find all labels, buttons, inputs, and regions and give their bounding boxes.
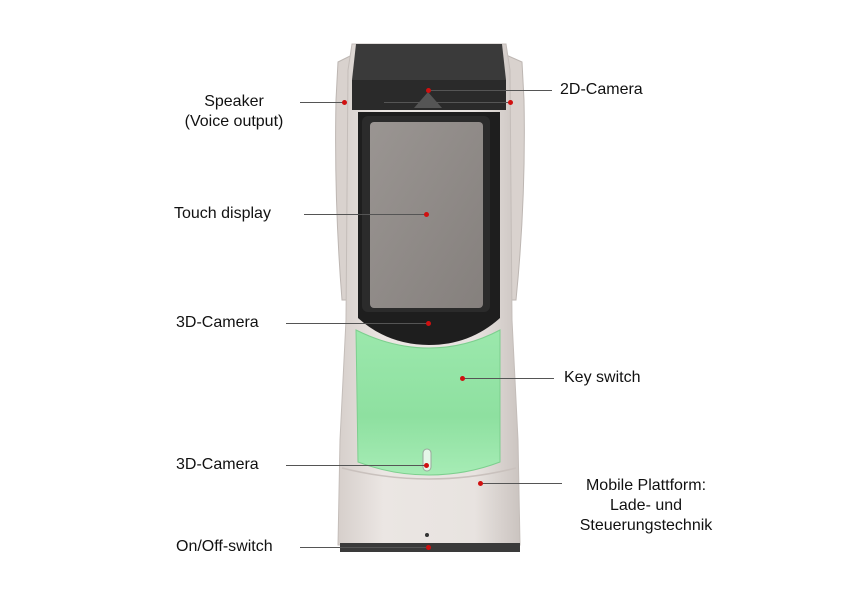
mobile-platform-label-line2: Lade- und	[609, 497, 683, 514]
camera-3d-bottom-label: 3D-Camera	[176, 456, 259, 473]
key-switch-label: Key switch	[564, 369, 641, 386]
camera-2d-line	[428, 90, 552, 91]
camera-3d-top-line	[286, 323, 428, 324]
camera-3d-top-label: 3D-Camera	[176, 314, 259, 331]
camera-3d-bottom-marker	[424, 463, 429, 468]
mobile-platform-marker	[478, 481, 483, 486]
touch-display-marker	[424, 212, 429, 217]
speaker-label-line1: Speaker	[204, 93, 264, 110]
touch-display-label: Touch display	[174, 205, 271, 222]
mobile-platform-label: Mobile Plattform: Lade- und Steuerungste…	[562, 476, 730, 536]
mobile-platform-label-line1: Mobile Plattform:	[585, 477, 707, 494]
speaker-right-marker	[508, 100, 513, 105]
top-cap	[352, 44, 506, 80]
key-switch-panel	[355, 329, 501, 476]
touch-display-line	[304, 214, 426, 215]
switch-hole	[425, 533, 429, 537]
speaker-left-marker	[342, 100, 347, 105]
lower-seam	[341, 467, 517, 480]
speaker-line-right	[384, 102, 510, 103]
mobile-platform-label-line3: Steuerungstechnik	[579, 517, 713, 534]
on-off-switch-label: On/Off-switch	[176, 538, 273, 555]
speaker-label-line2: (Voice output)	[184, 113, 284, 130]
speaker-label: Speaker (Voice output)	[168, 92, 300, 132]
on-off-switch-line	[300, 547, 428, 548]
camera-3d-bottom-line	[286, 465, 426, 466]
camera-3d-top-marker	[426, 321, 431, 326]
mobile-platform-line	[480, 483, 562, 484]
camera-2d-lens	[414, 92, 442, 108]
on-off-switch-marker	[426, 545, 431, 550]
camera-2d-label: 2D-Camera	[560, 81, 643, 98]
key-switch-marker	[460, 376, 465, 381]
camera-2d-marker	[426, 88, 431, 93]
key-switch-line	[462, 378, 554, 379]
speaker-line-left	[300, 102, 344, 103]
